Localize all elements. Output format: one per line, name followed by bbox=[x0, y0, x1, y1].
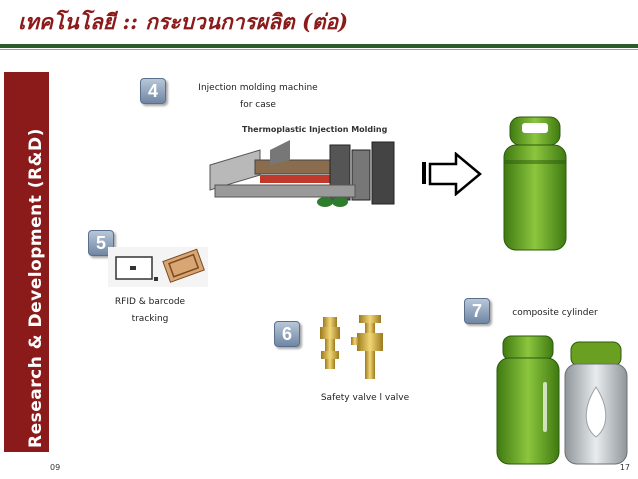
step-7-badge: 7 bbox=[464, 298, 490, 324]
step-5-label: RFID & barcode tracking bbox=[100, 294, 200, 328]
page-number: 17 bbox=[619, 463, 630, 472]
safety-valve-image bbox=[315, 313, 395, 383]
step-7-label: composite cylinder bbox=[512, 308, 598, 318]
composite-cylinder-image bbox=[500, 115, 570, 255]
page-title: เทคโนโลยี :: กระบวนการผลิต (ต่อ) bbox=[18, 9, 349, 34]
footer-date: 09 bbox=[50, 463, 61, 472]
step-6-label: Safety valve l valve bbox=[320, 393, 410, 403]
step-4-badge: 4 bbox=[140, 78, 166, 104]
sidebar-label: Research & Development (R&D) bbox=[26, 128, 46, 448]
composite-cylinders-image bbox=[495, 332, 630, 467]
step-4-label-line2: for case bbox=[240, 100, 276, 110]
injection-molding-machine-image: Thermoplastic Injection Molding bbox=[200, 120, 400, 215]
sidebar-banner bbox=[4, 72, 49, 452]
step-4-label-line1: Injection molding machine bbox=[198, 83, 318, 93]
step-4-label: Injection molding machine for case bbox=[193, 80, 323, 114]
process-arrow-icon bbox=[420, 151, 482, 197]
step-6-badge: 6 bbox=[274, 321, 300, 347]
title-divider bbox=[0, 44, 638, 48]
rfid-tag-image bbox=[108, 247, 208, 287]
step-5-label-line2: tracking bbox=[131, 314, 169, 324]
machine-diagram-heading: Thermoplastic Injection Molding bbox=[242, 125, 388, 134]
title-divider-thin bbox=[0, 49, 638, 50]
step-5-label-line1: RFID & barcode bbox=[114, 297, 186, 307]
